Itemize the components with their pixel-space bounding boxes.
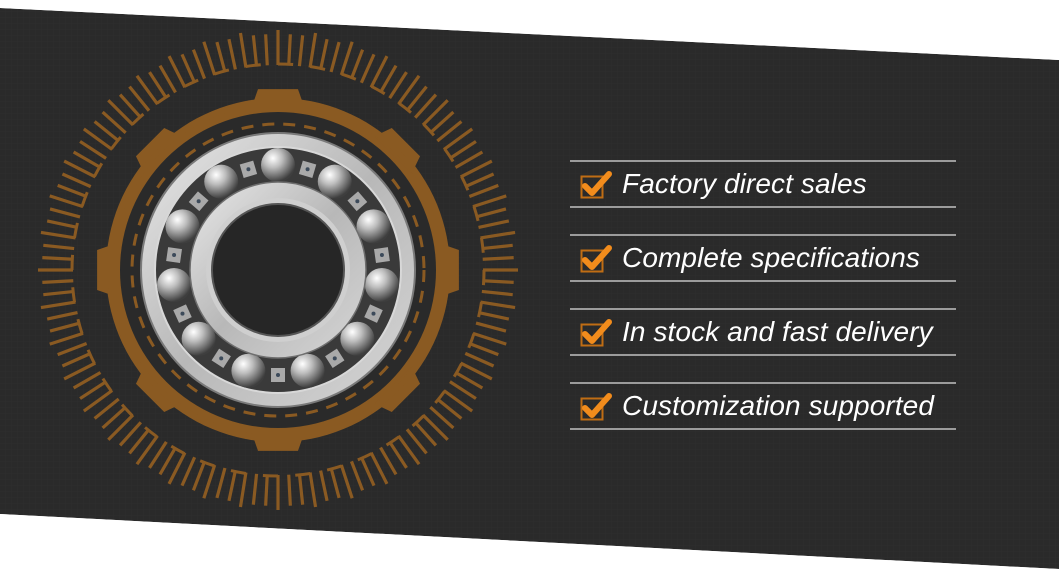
feature-label: Customization supported (622, 390, 935, 421)
checkbox-checked-icon (580, 393, 612, 421)
tick-ring (38, 30, 518, 510)
checkbox-checked-icon (580, 245, 612, 273)
feature-item: Complete specifications (570, 234, 956, 282)
checkbox-checked-icon (580, 171, 612, 199)
ball-bearing-image (140, 132, 416, 408)
feature-label: In stock and fast delivery (622, 316, 933, 347)
feature-label: Complete specifications (622, 242, 920, 273)
tick-ring-bars (70, 62, 486, 478)
checkbox-checked-icon (580, 319, 612, 347)
feature-item: Customization supported (570, 382, 956, 430)
feature-label: Factory direct sales (622, 168, 867, 199)
dark-band (0, 8, 1059, 569)
feature-item: In stock and fast delivery (570, 308, 956, 356)
feature-item: Factory direct sales (570, 160, 956, 208)
feature-list: Factory direct sales Complete specificat… (570, 160, 956, 456)
